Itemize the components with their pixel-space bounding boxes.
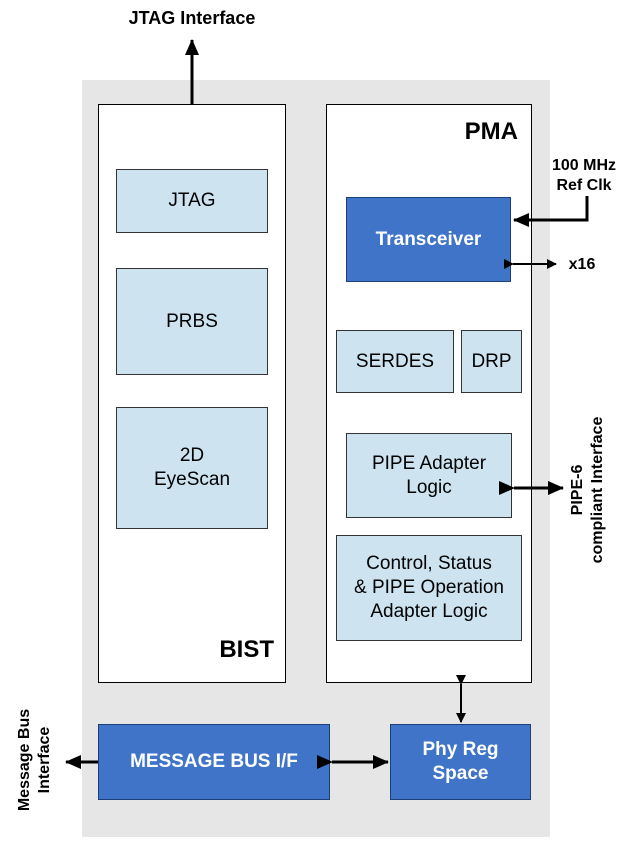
control-status-block: Control, Status & PIPE Operation Adapter…: [336, 535, 522, 641]
phy-reg-space-block: Phy Reg Space: [390, 724, 531, 800]
ref-clk-label: 100 MHz Ref Clk: [551, 157, 617, 194]
jtag-interface-label: JTAG Interface: [128, 8, 256, 28]
ref-clk-arrow: [513, 196, 589, 227]
prbs-block: PRBS: [116, 268, 268, 375]
eyescan-block: 2D EyeScan: [116, 407, 268, 529]
serdes-block: SERDES: [336, 330, 454, 393]
pma-title: PMA: [464, 118, 518, 145]
lane-count-label: x16: [568, 256, 596, 273]
message-bus-if-block: MESSAGE BUS I/F: [98, 724, 330, 800]
jtag-block: JTAG: [116, 169, 268, 233]
transceiver-block: Transceiver: [346, 197, 511, 282]
pipe-adapter-block: PIPE Adapter Logic: [346, 433, 512, 518]
drp-block: DRP: [461, 330, 522, 393]
bist-title: BIST: [219, 636, 274, 663]
